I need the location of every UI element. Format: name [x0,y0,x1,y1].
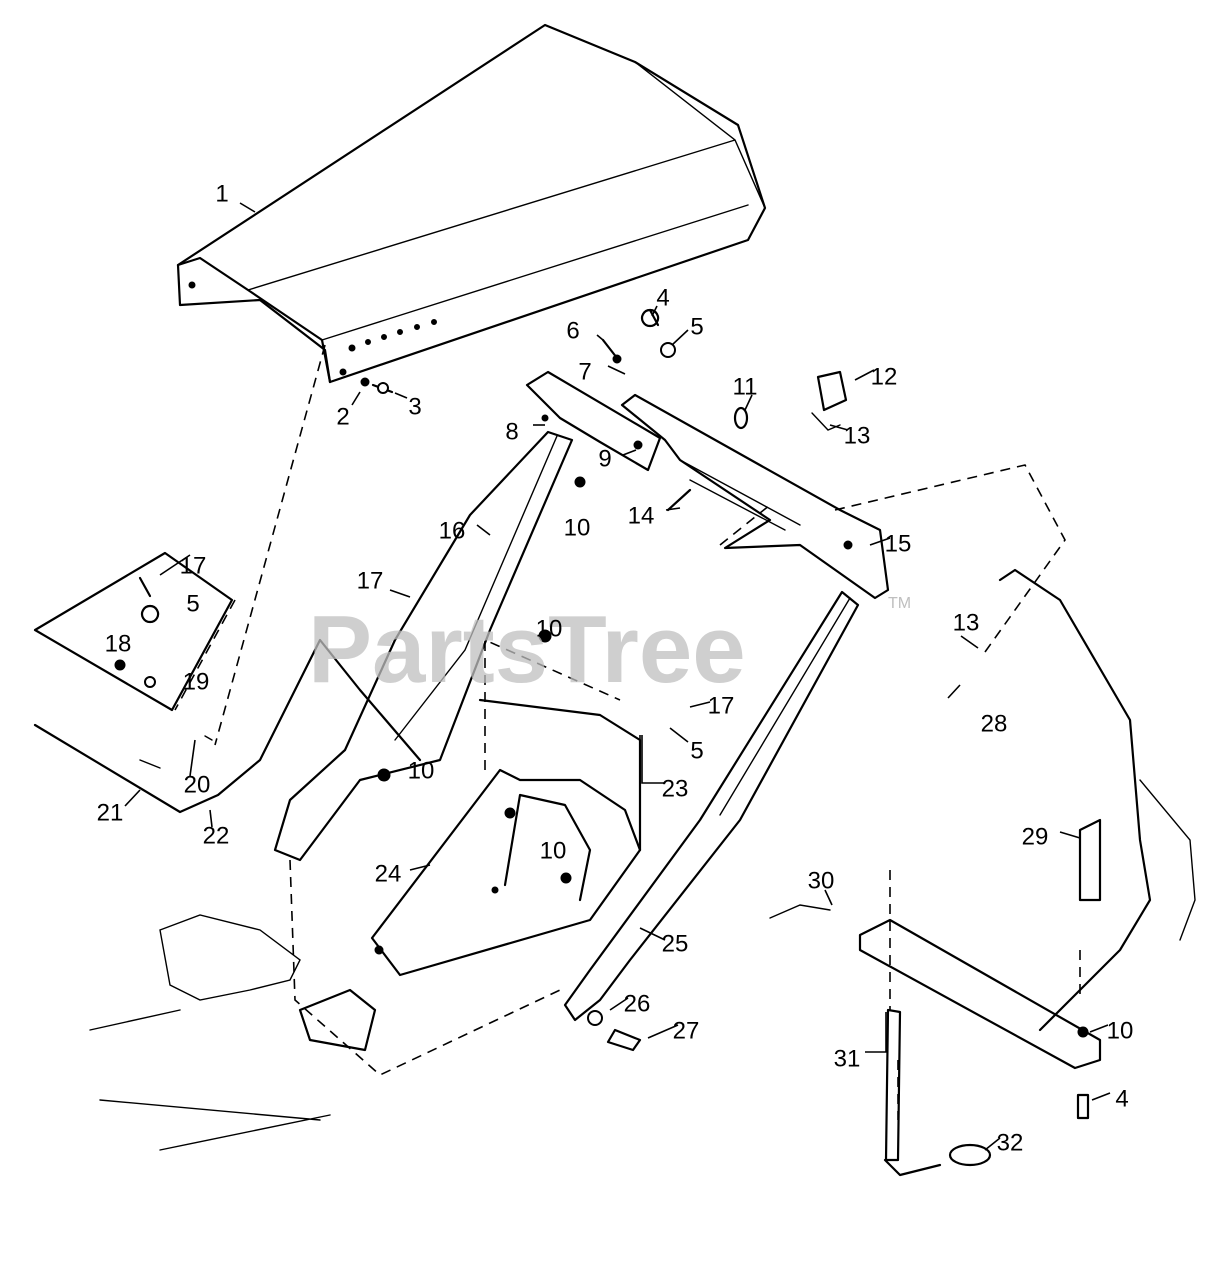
callout-11: 11 [733,373,758,400]
hinge-bracket-assembly [525,308,676,472]
callout-5: 5 [690,313,703,340]
watermark-trademark: TM [888,595,911,612]
callout-18: 18 [105,630,132,657]
callout-27: 27 [673,1017,700,1044]
callout-4: 4 [656,284,669,311]
callout-10: 10 [1107,1017,1134,1044]
callout-4: 4 [1115,1085,1128,1112]
callout-10: 10 [536,615,563,642]
chute-label-holes [188,281,437,376]
watermark: PartsTree TM [308,595,911,703]
phantom-lines [174,344,1081,1120]
screw-and-washer-2-3 [360,377,394,394]
callout-13: 13 [953,609,980,636]
callout-16: 16 [439,517,466,544]
callout-17: 17 [357,567,384,594]
callout-25: 25 [662,930,689,957]
discharge-housing [33,638,422,814]
callout-17: 17 [180,552,207,579]
callout-19: 19 [183,668,210,695]
rear-bagger-frame [769,568,1196,1177]
callout-10: 10 [540,837,567,864]
callout-28: 28 [981,710,1008,737]
callout-15: 15 [885,530,912,557]
callout-1: 1 [215,180,228,207]
callout-29: 29 [1022,823,1049,850]
callout-31: 31 [834,1045,861,1072]
lift-arm-16 [273,430,586,862]
callout-10: 10 [564,514,591,541]
callout-21: 21 [97,799,124,826]
mower-deck-frame [89,914,377,1151]
chute-deflector [176,23,767,384]
leader-lines [124,202,1111,1151]
callout-5: 5 [186,590,199,617]
callout-30: 30 [808,867,835,894]
callout-23: 23 [662,775,689,802]
callout-26: 26 [624,990,651,1017]
callout-22: 22 [203,822,230,849]
callout-10: 10 [408,757,435,784]
side-deflector-plate [33,551,234,712]
callout-8: 8 [505,418,518,445]
mounting-plate-24 [370,698,642,977]
mounting-bar-assembly [620,370,890,600]
callout-7: 7 [578,358,591,385]
callout-20: 20 [184,771,211,798]
callout-2: 2 [336,403,349,430]
callout-12: 12 [871,363,898,390]
callout-3: 3 [408,393,421,420]
support-bar-25 [563,590,860,1052]
callout-13: 13 [844,422,871,449]
watermark-brand: PartsTree [308,596,746,703]
callout-24: 24 [375,860,402,887]
callout-32: 32 [997,1129,1024,1156]
callout-14: 14 [628,502,655,529]
callout-17: 17 [708,692,735,719]
callout-6: 6 [566,317,579,344]
callout-5: 5 [690,737,703,764]
callout-9: 9 [598,445,611,472]
